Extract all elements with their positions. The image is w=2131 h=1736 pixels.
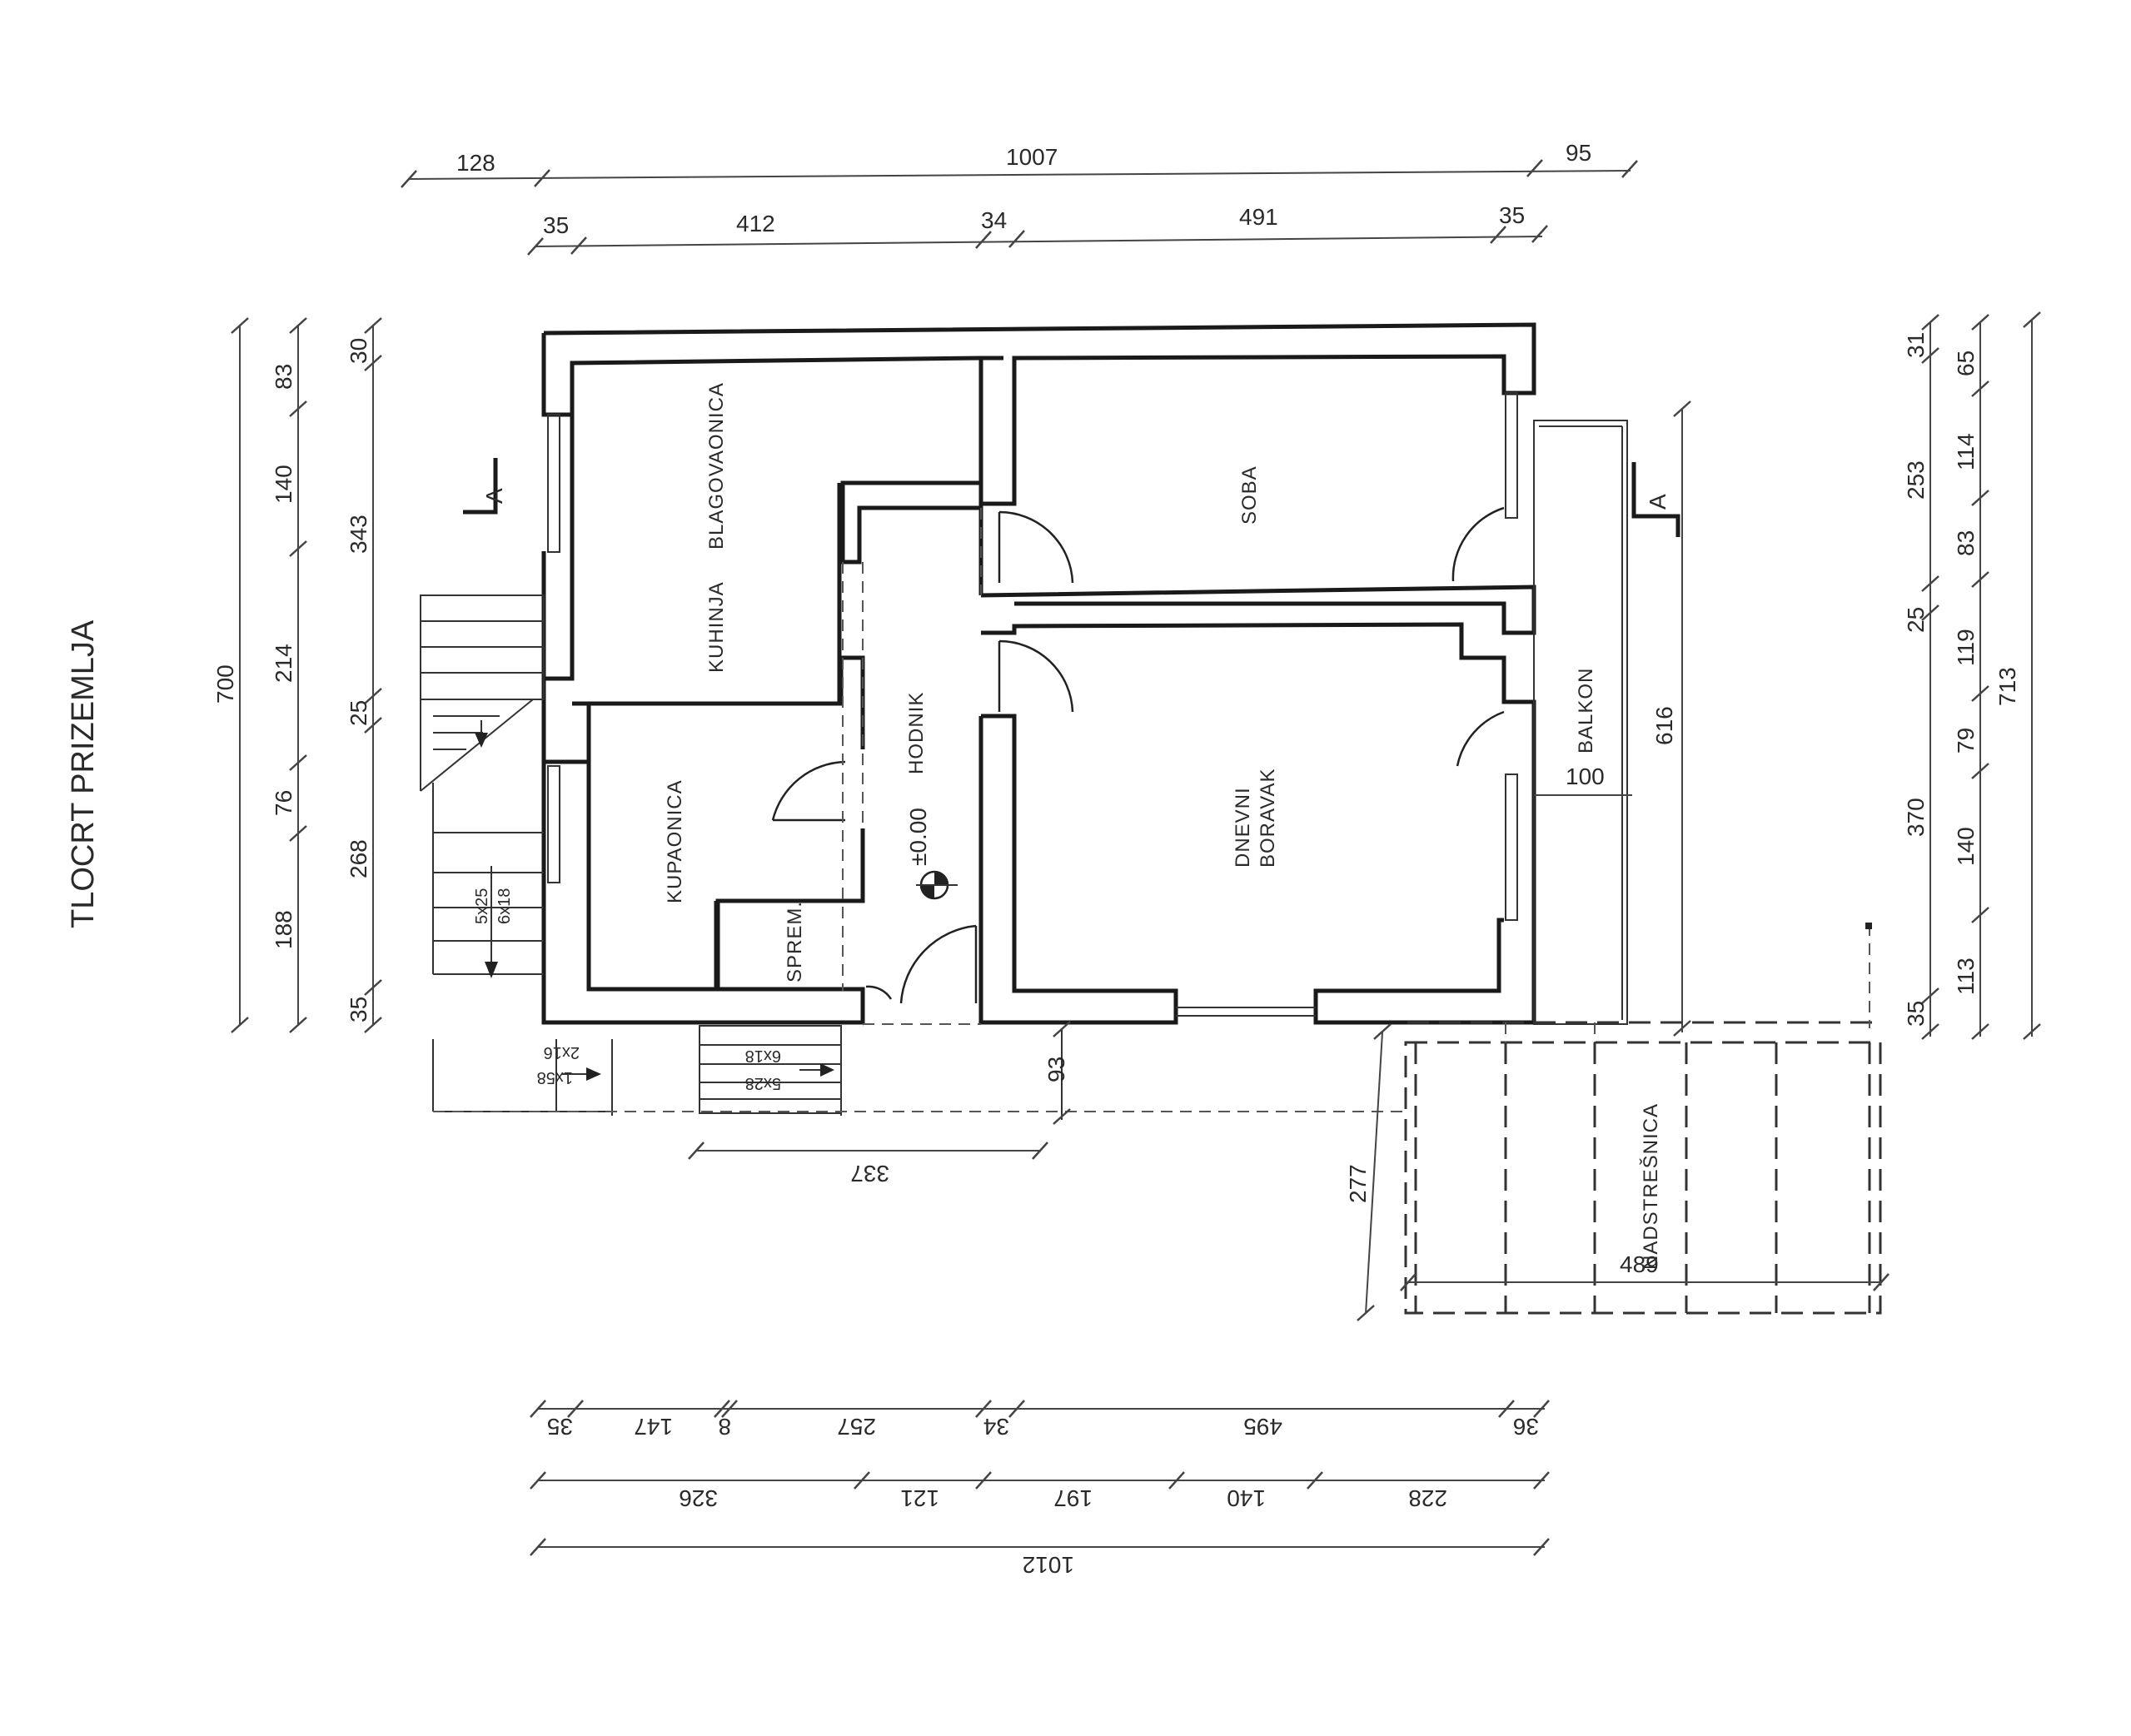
dim-nad-277: 277: [1345, 1164, 1371, 1203]
dim-porch-93: 93: [1043, 1057, 1069, 1082]
dim-left-700: 700: [212, 664, 238, 704]
stair-label-1x58: 1x58: [537, 1068, 573, 1087]
dim-top-1007: 1007: [1006, 144, 1058, 170]
dim-detail-491: 491: [1239, 204, 1278, 230]
level-label: ±0.00: [905, 808, 931, 866]
dim-right-114: 114: [1953, 433, 1979, 470]
porch-outline: 93 337: [433, 1021, 1407, 1186]
stair-label-5x25: 5x25: [473, 888, 491, 924]
dim-bottom-147: 147: [634, 1414, 673, 1440]
dim-right-713: 713: [1994, 667, 2020, 706]
dim-right-119: 119: [1953, 629, 1979, 666]
dim-left-25: 25: [346, 700, 371, 726]
stair-label-6x18-left: 6x18: [495, 888, 514, 924]
room-labels: KUHINJA BLAGOVAONICA SOBA HODNIK KUPAONI…: [664, 382, 1597, 982]
dim-left-30: 30: [346, 338, 371, 364]
dim-detail-35b: 35: [1499, 202, 1525, 228]
dim-right-31: 31: [1903, 332, 1929, 358]
dim-left-76: 76: [271, 790, 296, 816]
room-hodnik: HODNIK: [905, 692, 928, 774]
bottom-dimensions: 35 147 8 257 34 495 36 326 121 197 140 2…: [530, 1400, 1550, 1578]
dim-left-214: 214: [271, 644, 296, 683]
dim-detail-412: 412: [736, 211, 775, 236]
dim-left-343: 343: [346, 515, 371, 554]
dim-right-253: 253: [1903, 460, 1929, 500]
stairs-bottom: 6x18 5x28: [699, 1025, 842, 1116]
dim-nad-489: 489: [1620, 1251, 1659, 1277]
dim-top-128: 128: [456, 150, 495, 176]
corridor-dashes: [842, 508, 982, 1025]
dim-detail-35a: 35: [543, 212, 569, 238]
dim-right-25: 25: [1903, 607, 1929, 633]
stair-label-6x18-bottom: 6x18: [745, 1047, 781, 1065]
dim-bottom-326: 326: [679, 1485, 718, 1511]
dim-bottom-36: 36: [1513, 1414, 1539, 1440]
dim-right-65: 65: [1953, 351, 1979, 376]
level-marker: ±0.00: [905, 808, 958, 900]
stairs-left: 5x25 6x18 2x16 1x58: [420, 594, 613, 1116]
dim-bottom-228: 228: [1408, 1485, 1447, 1511]
room-kuhinja: KUHINJA: [705, 581, 728, 673]
balkon-area: 100 616: [1533, 400, 1691, 1037]
dim-top-95: 95: [1566, 140, 1591, 166]
section-mark-right: A: [1645, 494, 1670, 510]
dim-left-140: 140: [271, 465, 296, 504]
stair-label-2x16: 2x16: [544, 1043, 580, 1062]
dim-bottom-197: 197: [1053, 1485, 1093, 1511]
room-kupaonica: KUPAONICA: [664, 779, 686, 903]
plan-title: TLOCRT PRIZEMLJA: [66, 619, 101, 928]
dim-bottom-35: 35: [547, 1414, 573, 1440]
dim-porch-337: 337: [850, 1161, 889, 1186]
dim-bottom-140: 140: [1227, 1485, 1266, 1511]
dim-bottom-121: 121: [900, 1485, 939, 1511]
right-dimensions: 31 253 25 370 35 65 114 83 119 79 140 11…: [1903, 311, 2041, 1040]
room-balkon: BALKON: [1575, 668, 1597, 754]
stair-label-5x28: 5x28: [745, 1074, 781, 1092]
section-markers: A A: [463, 458, 1680, 537]
dim-right-140: 140: [1953, 827, 1979, 866]
dim-left-83: 83: [271, 364, 296, 390]
dim-detail-34: 34: [981, 207, 1007, 233]
room-dnevni: DNEVNI: [1232, 787, 1254, 868]
room-boravak: BORAVAK: [1257, 769, 1279, 868]
nadstresnica-canopy: 489 277 NADSTREŠNICA: [1345, 923, 1890, 1321]
dim-bottom-495: 495: [1243, 1414, 1282, 1440]
dim-balkon-616: 616: [1651, 706, 1677, 745]
dim-bottom-1012: 1012: [1023, 1552, 1074, 1578]
windows: [547, 392, 1518, 921]
dim-left-35: 35: [346, 997, 371, 1022]
dim-bottom-8: 8: [718, 1414, 731, 1440]
dim-right-370: 370: [1903, 798, 1929, 837]
dim-left-268: 268: [346, 839, 371, 878]
walls: [541, 322, 1536, 1025]
dim-right-83: 83: [1953, 530, 1979, 556]
left-dimensions: 700 83 140 214 76 188 30 343 25 268 35: [212, 317, 382, 1033]
dim-left-188: 188: [271, 910, 296, 949]
dim-balkon-100: 100: [1566, 764, 1605, 789]
dim-right-113: 113: [1953, 958, 1979, 995]
room-soba: SOBA: [1238, 465, 1261, 525]
nadstresnica-label: NADSTREŠNICA: [1639, 1103, 1662, 1270]
dim-right-35: 35: [1903, 1001, 1929, 1027]
dim-right-79: 79: [1953, 728, 1979, 754]
room-sprem: SPREM.: [784, 901, 806, 982]
dim-bottom-34: 34: [983, 1414, 1009, 1440]
doors: [771, 506, 1505, 1004]
room-blagovaonica: BLAGOVAONICA: [705, 382, 728, 550]
section-mark-left: A: [481, 488, 507, 504]
dim-bottom-257: 257: [837, 1414, 876, 1440]
top-dimensions: 128 1007 95 35 412 34 491 35: [401, 140, 1638, 256]
